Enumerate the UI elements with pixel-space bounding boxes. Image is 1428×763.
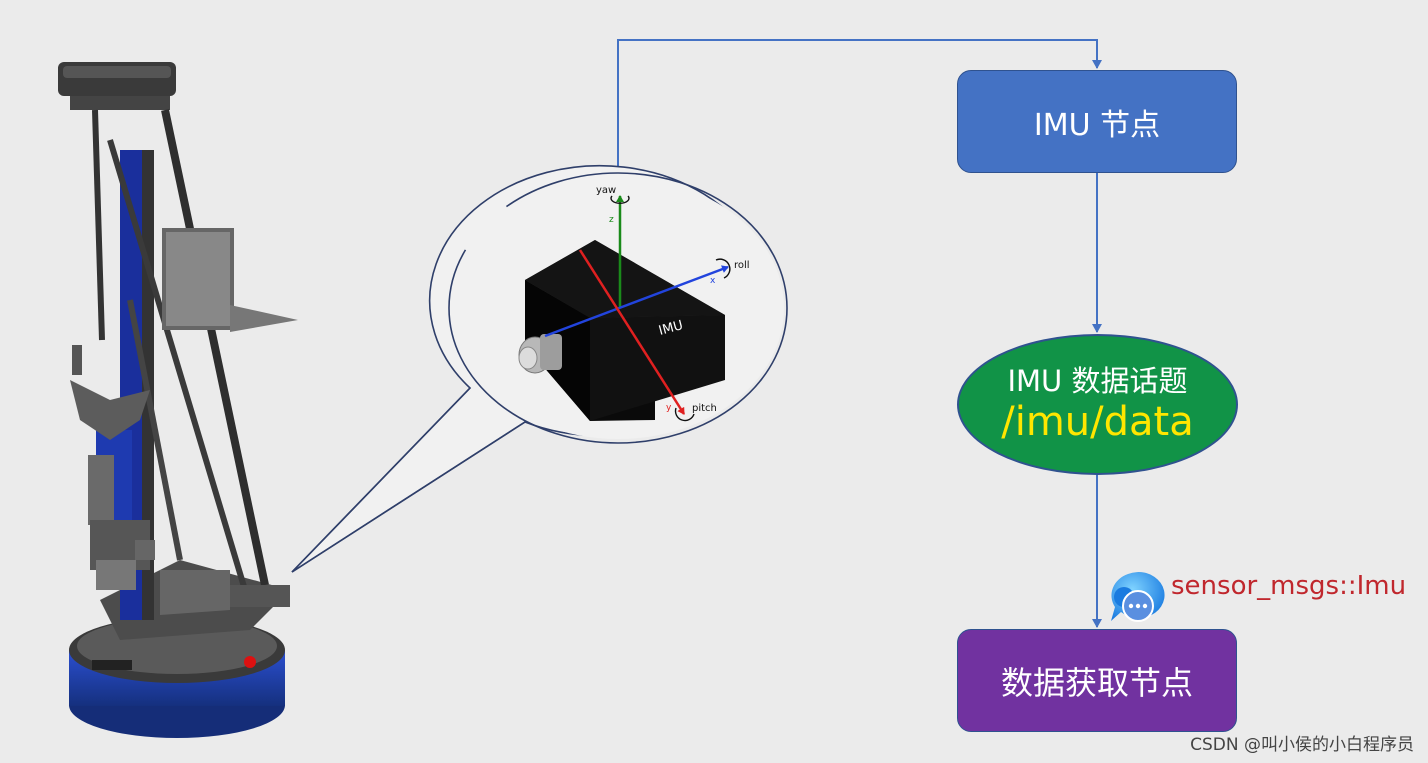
x-axis-label: x — [710, 276, 716, 286]
imu-box-label: IMU — [657, 318, 685, 339]
pitch-label: pitch — [692, 403, 717, 414]
imu-sensor-illustration: IMU yaw z roll x pitch y — [518, 185, 750, 422]
z-axis-label: z — [609, 215, 614, 225]
imu-node-label: IMU 节点 — [1033, 107, 1161, 143]
imu-node: IMU 节点 — [957, 70, 1237, 173]
watermark: CSDN @叫小侯的小白程序员 — [1190, 735, 1414, 755]
roll-label: roll — [734, 260, 750, 271]
data-acquisition-node: 数据获取节点 — [957, 629, 1237, 732]
connector-callout-to-imu-node — [617, 39, 1102, 172]
message-type-label: sensor_msgs::Imu — [1171, 571, 1407, 601]
yaw-label: yaw — [596, 185, 616, 196]
robot-illustration — [58, 62, 298, 738]
topic-title: IMU 数据话题 — [1007, 363, 1188, 398]
y-axis-label: y — [666, 403, 672, 413]
topic-name: /imu/data — [1001, 398, 1194, 445]
imu-data-topic-node: IMU 数据话题 /imu/data — [957, 334, 1238, 475]
acquire-node-label: 数据获取节点 — [1000, 663, 1193, 702]
message-bubble-icon — [1111, 572, 1165, 622]
